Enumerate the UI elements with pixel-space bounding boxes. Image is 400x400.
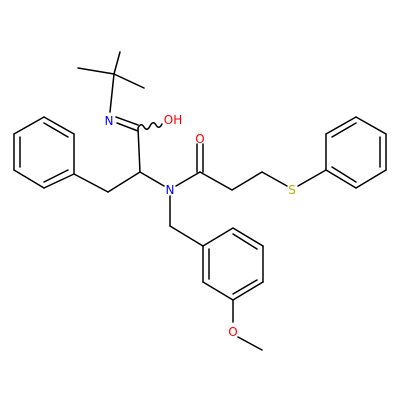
bond (261, 171, 288, 187)
bond (115, 116, 139, 126)
benzene-ring-right (325, 116, 387, 189)
atom-labels: N OH N O S O (105, 113, 296, 339)
bond (13, 116, 45, 135)
bond (355, 116, 387, 135)
methoxybenzyl-group (169, 195, 264, 351)
bond (331, 166, 357, 183)
tert-butyl-group (77, 51, 145, 113)
bond (43, 116, 75, 135)
bond (13, 169, 45, 189)
bond (325, 116, 357, 135)
bond (139, 171, 165, 187)
bond (113, 73, 145, 89)
bond (355, 169, 387, 189)
bond (73, 173, 109, 193)
bond (175, 171, 201, 187)
bond (202, 227, 234, 247)
bond (169, 225, 204, 247)
bond (109, 73, 115, 113)
benzene-ring-left (13, 116, 75, 189)
imidic-acid-group (115, 116, 163, 173)
bond (43, 173, 75, 189)
bond (331, 122, 357, 138)
bond (231, 171, 263, 191)
bond (107, 171, 141, 193)
bond (116, 122, 139, 132)
bond (237, 336, 263, 351)
bond (77, 67, 115, 75)
hydroxyl-label: OH (164, 113, 182, 127)
bond (43, 122, 69, 138)
bond (113, 51, 121, 75)
amide-nitrogen-label: N (166, 183, 175, 197)
bond (199, 171, 233, 191)
bond (232, 281, 264, 301)
bond (297, 169, 327, 187)
ether-oxygen-label: O (228, 325, 237, 339)
benzyl-group (13, 116, 141, 193)
bond (232, 227, 264, 247)
bond (137, 127, 141, 173)
bond (232, 279, 258, 295)
bond (325, 169, 357, 189)
sulfur-label: S (288, 183, 296, 197)
bond (202, 281, 234, 301)
bond (43, 169, 69, 183)
carbonyl-oxygen-label: O (195, 132, 204, 146)
imine-nitrogen-label: N (105, 114, 114, 128)
bond (232, 233, 258, 250)
acyl-chain (175, 116, 387, 191)
benzene-ring-bottom (202, 227, 264, 301)
wavy-bond (137, 122, 163, 130)
